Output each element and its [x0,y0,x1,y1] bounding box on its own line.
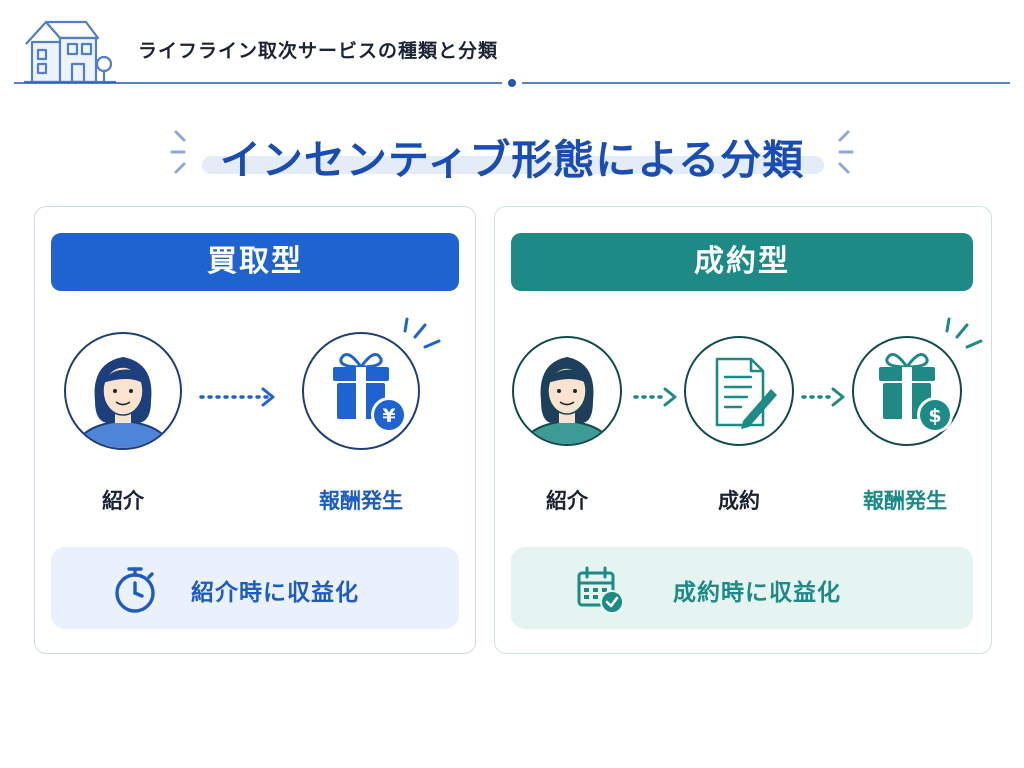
svg-text:$: $ [928,405,941,427]
card-kaitori: 買取型 [34,206,476,654]
step-label-housyu: 報酬発生 [319,489,403,513]
card-banner: 買取型 [51,233,459,291]
gift-yen-icon: ¥ [302,317,441,450]
svg-text:¥: ¥ [382,405,395,427]
contract-pen-icon [684,336,794,446]
title-highlight [202,156,824,174]
step-label-shokai: 紹介 [102,489,144,513]
right-sparks-icon [838,130,854,174]
card-seiyaku: 成約型 [494,206,992,654]
left-sparks-icon [170,130,186,174]
main-title-block: インセンティブ形態による分類 [160,120,864,186]
gift-dollar-icon: $ [852,317,983,446]
summary-box: 紹介時に収益化 [51,547,459,629]
summary-text: 成約時に収益化 [673,580,841,606]
flow-kaitori: ¥ [64,317,441,450]
step-label-housyu: 報酬発生 [863,489,947,513]
summary-text: 紹介時に収益化 [191,580,359,606]
calendar-check-icon [577,566,624,614]
card-banner: 成約型 [511,233,973,291]
header-title: ライフライン取次サービスの種類と分類 [138,40,499,62]
main-title: インセンティブ形態による分類 [219,136,805,184]
house-icon [24,20,116,84]
step-label-seiyaku: 成約 [718,489,760,513]
flow-arrow [801,387,845,407]
flow-seiyaku: $ [512,317,983,446]
person-icon [512,336,622,446]
person-icon [64,332,182,450]
header-divider [14,79,1010,87]
flow-arrow [199,387,275,407]
summary-box: 成約時に収益化 [511,547,973,629]
step-label-shokai: 紹介 [546,489,588,513]
stopwatch-icon [115,567,155,613]
flow-arrow [633,387,677,407]
